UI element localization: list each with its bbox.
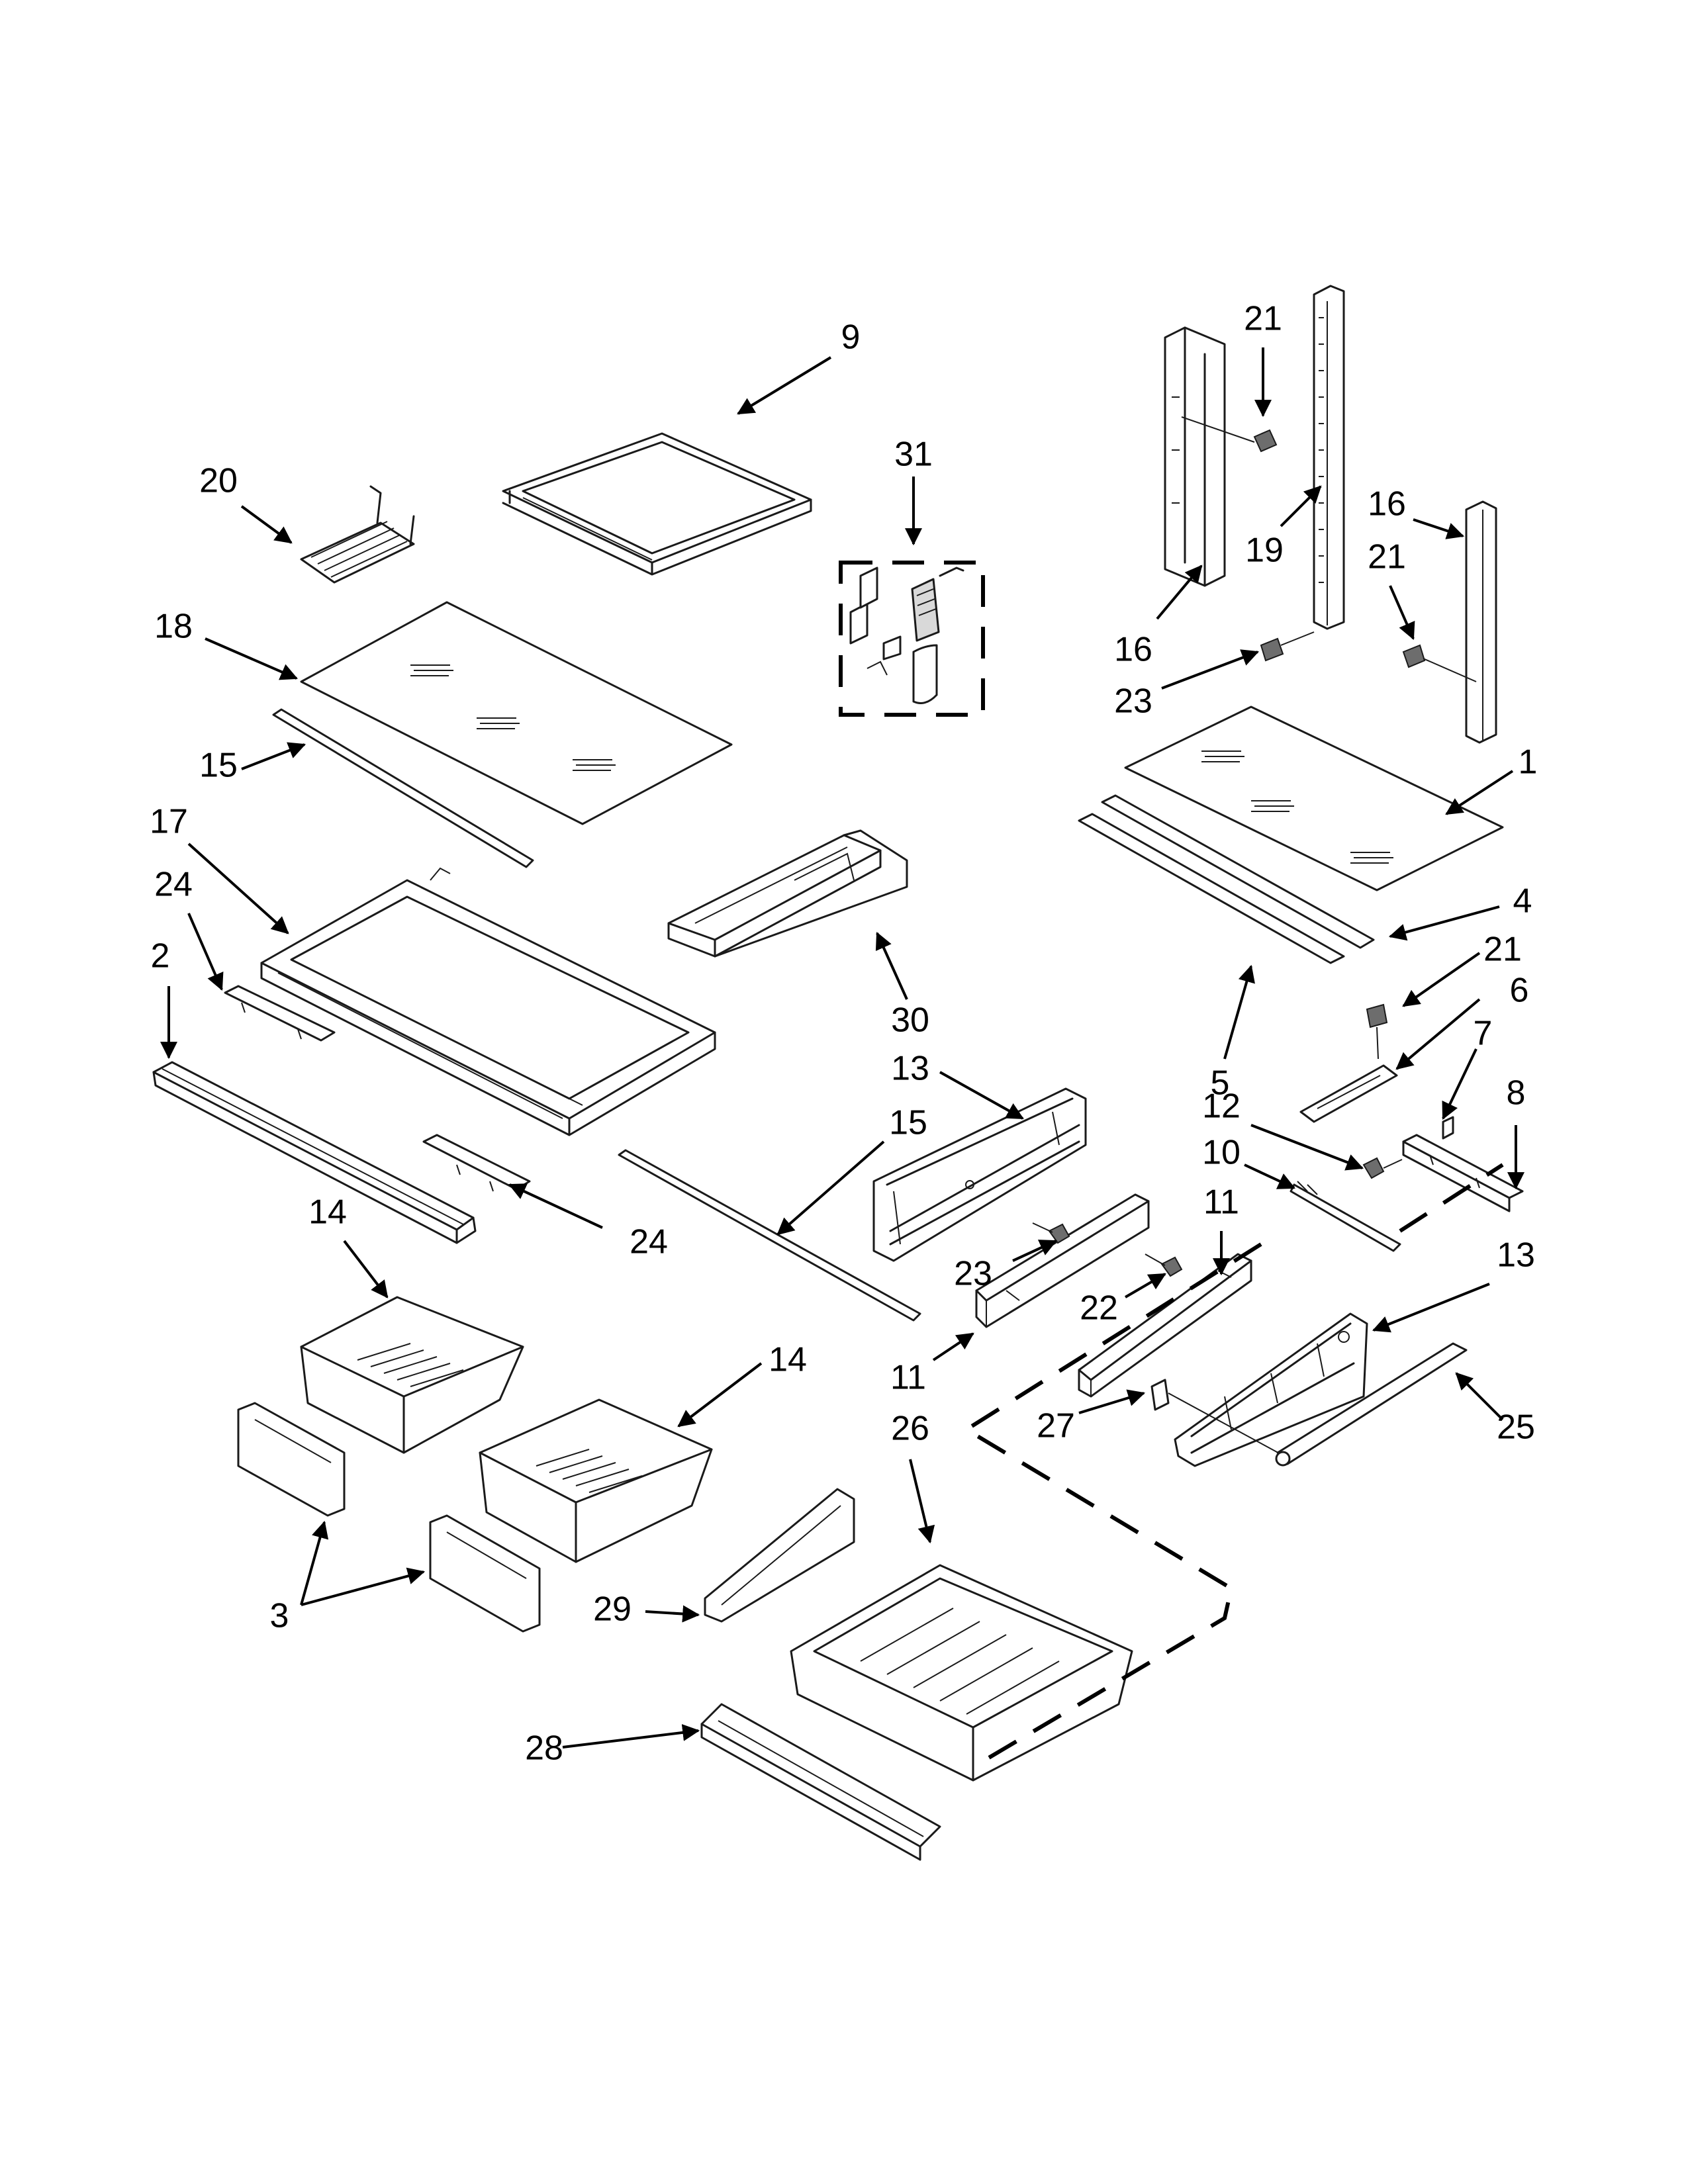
part-20-bracket	[300, 485, 415, 584]
callout-27: 27	[1037, 1407, 1075, 1445]
callout-5: 5	[1211, 1064, 1230, 1103]
part-1-glass-shelf	[1124, 705, 1504, 891]
callout-8: 8	[1507, 1074, 1526, 1113]
callout-21: 21	[1244, 300, 1282, 338]
part-17-shelf-frame	[260, 867, 716, 1136]
callout-3: 3	[270, 1597, 289, 1635]
callout-11: 11	[890, 1359, 926, 1397]
part-21-screw-right	[1402, 644, 1477, 682]
callout-1: 1	[1519, 743, 1538, 782]
callout-13: 13	[891, 1050, 929, 1088]
part-4-trim	[1101, 794, 1375, 949]
part-13-rail-housing-right	[1174, 1312, 1368, 1467]
part-21-screw-upper	[1181, 416, 1278, 453]
part-13-rail-housing-center	[872, 1087, 1087, 1262]
callout-26: 26	[891, 1410, 929, 1448]
callout-13: 13	[1497, 1236, 1535, 1275]
callout-25: 25	[1497, 1408, 1535, 1447]
part-27-clip	[1150, 1379, 1285, 1457]
callout-9: 9	[841, 318, 861, 357]
part-21-screw-lower	[1366, 1003, 1388, 1060]
part-16-channel-left	[1164, 326, 1226, 587]
callout-28: 28	[525, 1729, 563, 1768]
callout-23: 23	[954, 1255, 992, 1293]
part-8-bracket	[1402, 1134, 1524, 1212]
callout-2: 2	[151, 937, 170, 976]
part-14-drawer-right	[479, 1398, 713, 1563]
callout-21: 21	[1483, 931, 1522, 969]
part-25-rod	[1275, 1342, 1468, 1467]
callout-24: 24	[630, 1223, 668, 1261]
part-16-channel-right	[1465, 500, 1497, 744]
part-11-rail-center	[975, 1193, 1150, 1328]
part-3-front-right	[429, 1514, 541, 1633]
part-3-front-left	[237, 1402, 346, 1517]
callout-31: 31	[894, 435, 933, 474]
assembly-group-outline-upper	[1399, 1163, 1504, 1233]
part-30-container	[667, 829, 908, 958]
part-15-trim-lower	[618, 1149, 921, 1322]
part-10-clip	[1289, 1181, 1401, 1252]
callout-15: 15	[889, 1104, 927, 1142]
callout-16: 16	[1368, 485, 1406, 523]
callout-16: 16	[1114, 631, 1152, 669]
callout-20: 20	[199, 462, 238, 500]
callout-21: 21	[1368, 538, 1406, 576]
part-15-trim-upper	[272, 708, 534, 868]
part-31-kit	[839, 561, 985, 717]
part-6-bracket	[1299, 1064, 1398, 1123]
callout-17: 17	[150, 803, 188, 841]
part-26-tray	[790, 1564, 1133, 1782]
part-23-screw-center	[1032, 1222, 1070, 1244]
part-24-clip-upper	[224, 985, 336, 1042]
part-22-screw	[1145, 1253, 1183, 1277]
part-12-screw	[1362, 1157, 1403, 1179]
part-23-screw-upper	[1260, 631, 1315, 662]
part-18-glass-shelf	[300, 601, 733, 825]
callout-11: 11	[1203, 1183, 1239, 1222]
part-28-handle	[700, 1703, 941, 1861]
callout-7: 7	[1474, 1015, 1493, 1053]
callout-18: 18	[154, 608, 193, 646]
part-9-shelf	[502, 432, 812, 576]
part-29-divider	[704, 1488, 855, 1623]
callout-labels: 9 31 20 18 15 17 24 2 30 21 19 16 16 21 …	[150, 300, 1537, 1768]
part-19-track	[1313, 285, 1345, 630]
callout-23: 23	[1114, 682, 1152, 721]
callout-29: 29	[593, 1590, 632, 1629]
callout-6: 6	[1510, 972, 1529, 1010]
part-2-trim	[152, 1061, 477, 1244]
part-5-trim	[1078, 813, 1345, 964]
callout-10: 10	[1202, 1134, 1241, 1172]
leader-lines	[160, 347, 1524, 1749]
assembly-group-outline	[962, 1242, 1262, 1769]
callout-12: 12	[1202, 1087, 1241, 1126]
callout-15: 15	[199, 747, 238, 785]
callout-14: 14	[769, 1341, 807, 1379]
part-7-tab	[1442, 1116, 1454, 1140]
callout-24: 24	[154, 866, 193, 904]
callout-4: 4	[1513, 882, 1532, 921]
callout-14: 14	[308, 1193, 347, 1232]
part-14-drawer-left	[300, 1296, 524, 1454]
callout-30: 30	[891, 1001, 929, 1040]
callout-19: 19	[1245, 531, 1284, 570]
callout-22: 22	[1080, 1289, 1118, 1328]
part-24-clip-center	[422, 1134, 531, 1192]
